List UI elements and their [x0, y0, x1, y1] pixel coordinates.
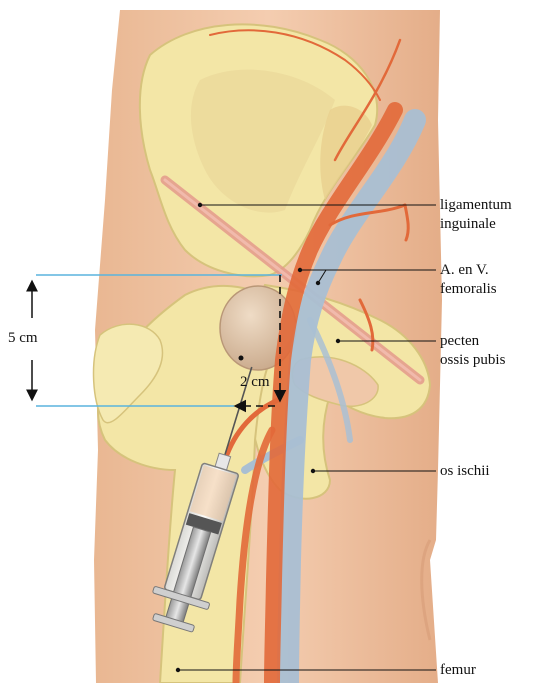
- label-os-ischii: os ischii: [440, 462, 490, 481]
- label-femur: femur: [440, 661, 476, 680]
- horizontal-measurement-label: 2 cm: [240, 374, 270, 391]
- vertical-measurement-label: 5 cm: [8, 330, 38, 347]
- leader-pecten-dot: [336, 339, 340, 343]
- label-ligamentum-inguinale: ligamentum inguinale: [440, 196, 512, 234]
- puncture-point: [239, 356, 244, 361]
- leader-os-ischii-dot: [311, 469, 315, 473]
- leader-vessels-vein-dot: [316, 281, 320, 285]
- label-vessels-line2: femoralis: [440, 280, 497, 299]
- label-pecten-ossis-pubis: pecten ossis pubis: [440, 332, 505, 370]
- label-pecten-line2: ossis pubis: [440, 351, 505, 370]
- leader-ligamentum-dot: [198, 203, 202, 207]
- leader-femur-dot: [176, 668, 180, 672]
- label-pecten-line1: pecten: [440, 332, 505, 351]
- label-ligamentum-line1: ligamentum: [440, 196, 512, 215]
- leader-vessels-artery-dot: [298, 268, 302, 272]
- label-femoral-vessels: A. en V. femoralis: [440, 261, 497, 299]
- label-vessels-line1: A. en V.: [440, 261, 497, 280]
- label-ligamentum-line2: inguinale: [440, 215, 512, 234]
